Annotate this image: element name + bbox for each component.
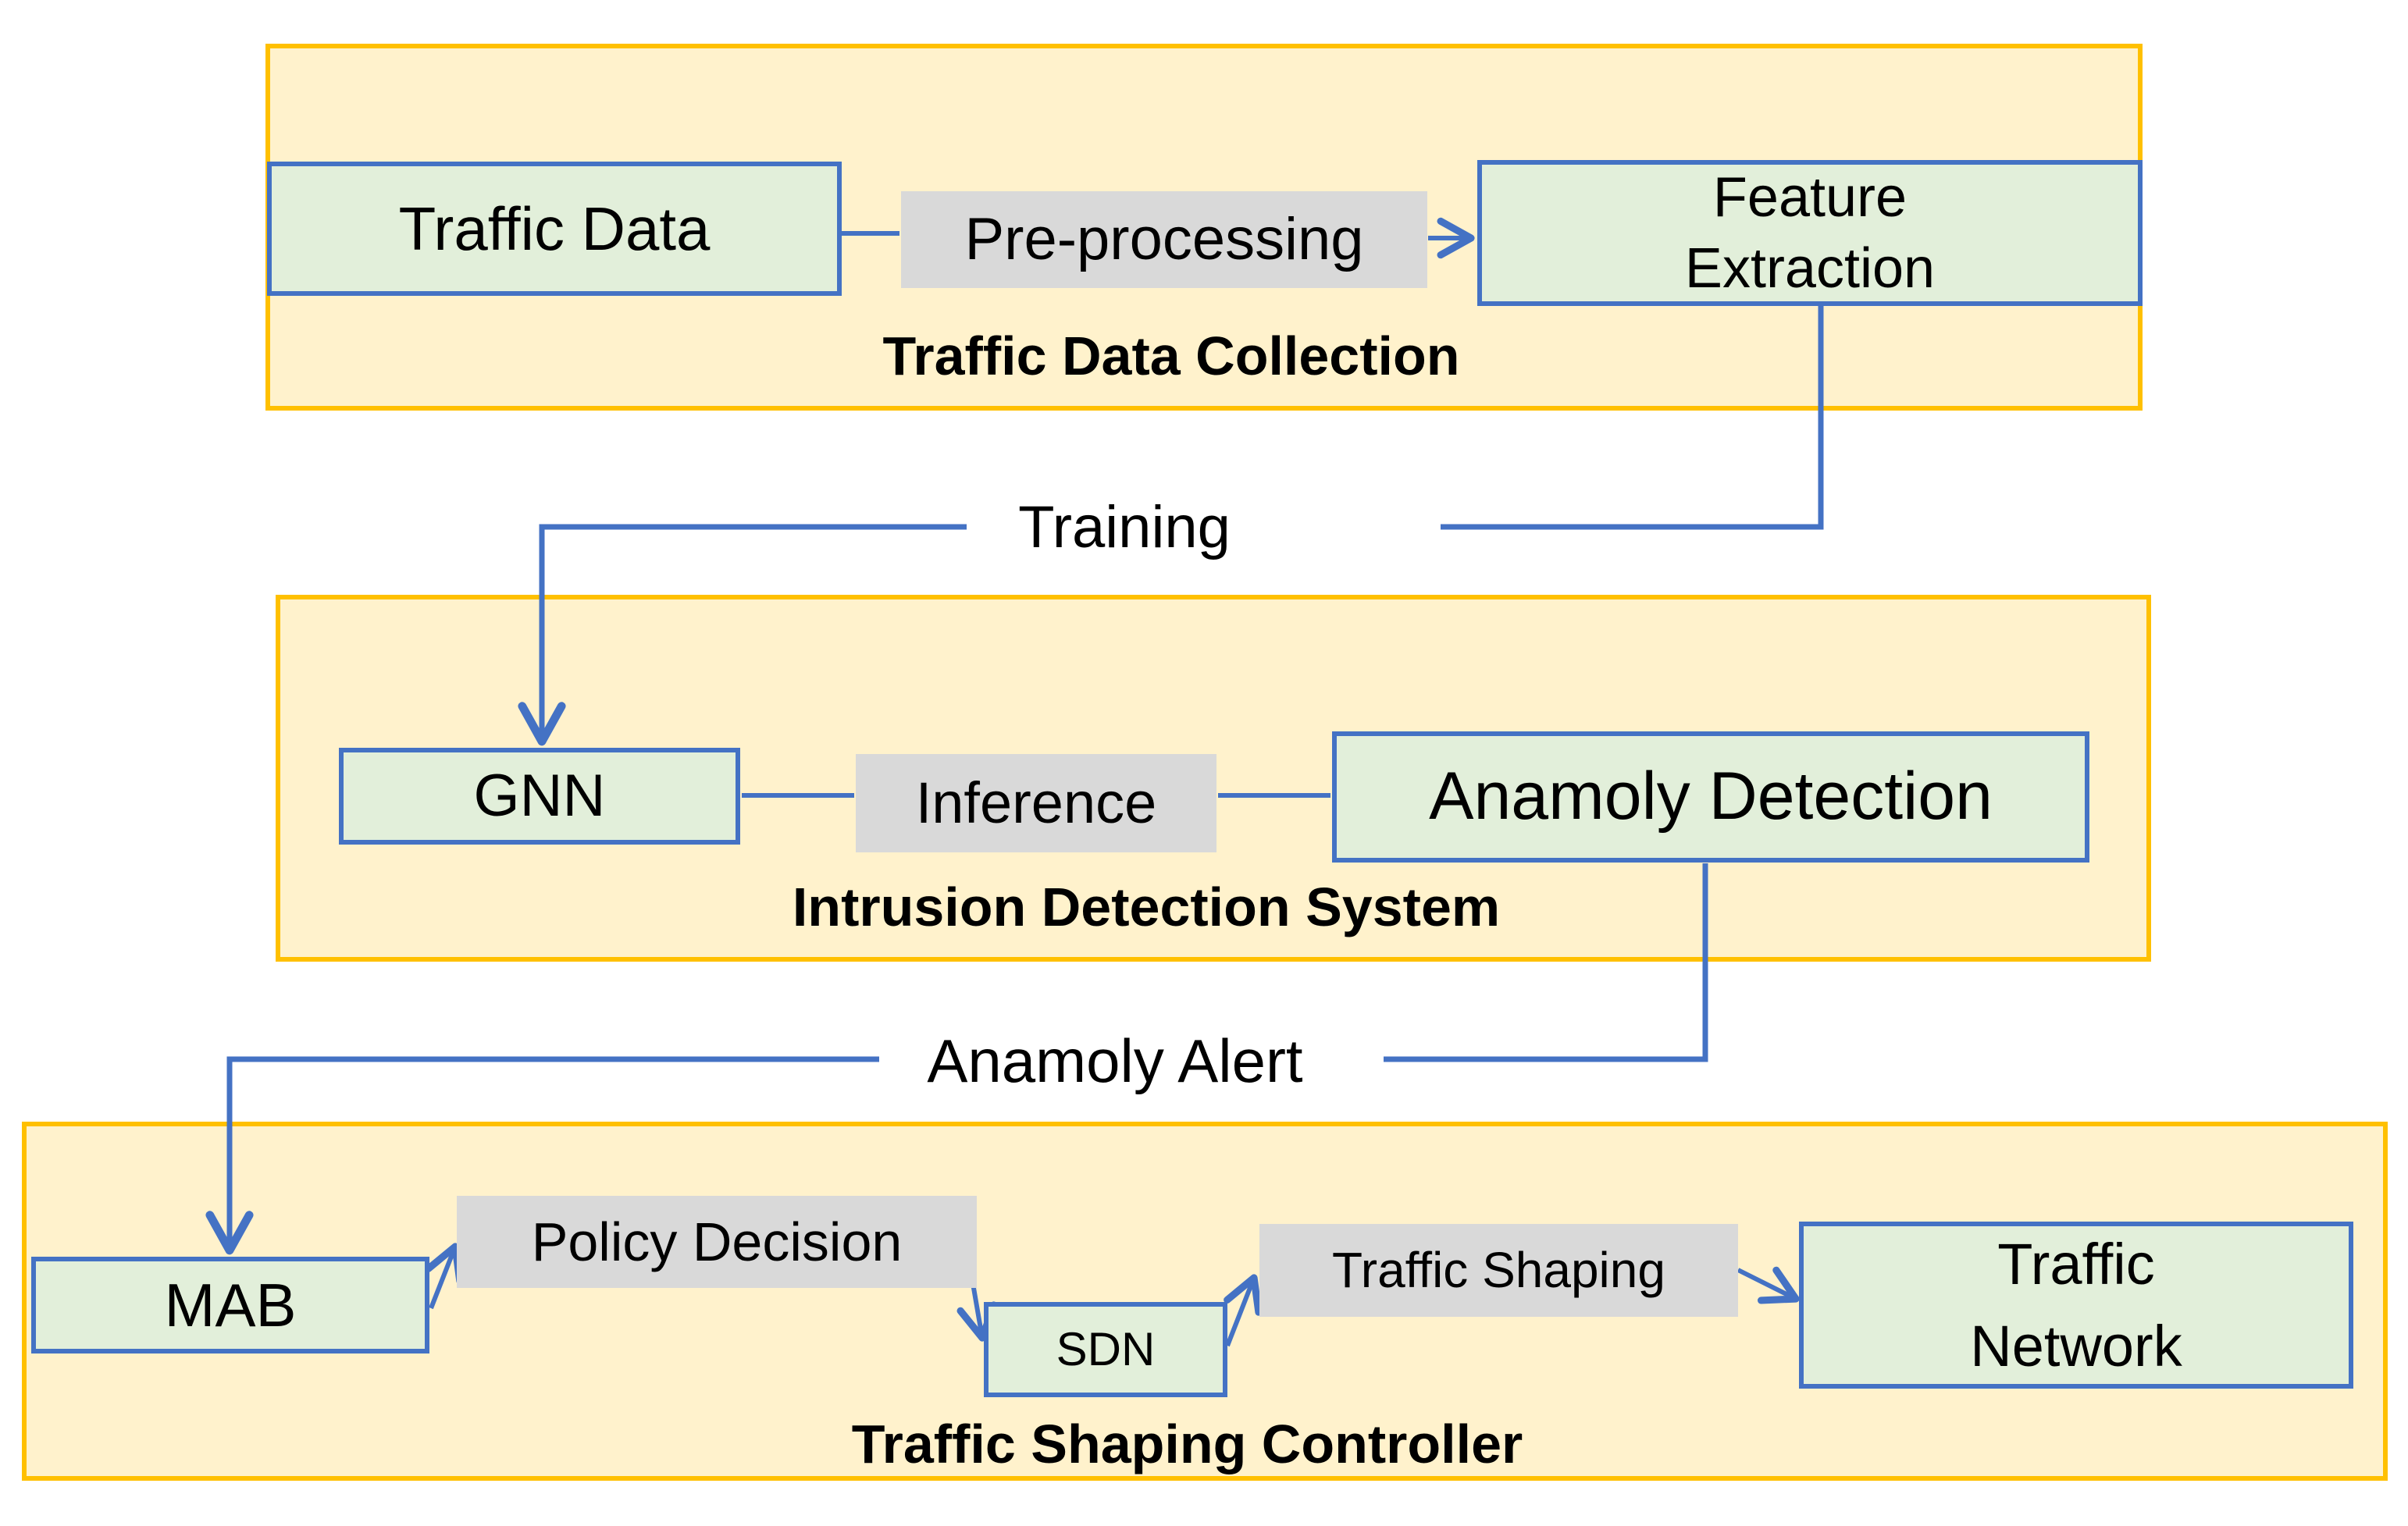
node-anamoly-detection: Anamoly Detection: [1332, 731, 2089, 863]
node-sdn: SDN: [984, 1302, 1227, 1397]
node-mab: MAB: [31, 1257, 429, 1353]
node-pre-processing: Pre-processing: [901, 191, 1427, 288]
node-traffic-data: Traffic Data: [267, 162, 842, 296]
node-feature-extraction: Feature Extraction: [1477, 160, 2143, 306]
node-inference: Inference: [856, 754, 1216, 852]
section-title-traffic-shaping-controller: Traffic Shaping Controller: [851, 1414, 1523, 1474]
edge-label-anamoly-alert: Anamoly Alert: [881, 1030, 1349, 1091]
section-title-intrusion-detection-system: Intrusion Detection System: [792, 877, 1501, 937]
section-title-traffic-data-collection: Traffic Data Collection: [882, 325, 1460, 386]
node-policy-decision: Policy Decision: [457, 1196, 977, 1288]
node-traffic-shaping: Traffic Shaping: [1259, 1224, 1738, 1317]
edge-label-training: Training: [968, 497, 1281, 558]
node-traffic-network: Traffic Network: [1799, 1222, 2353, 1389]
node-gnn: GNN: [339, 748, 740, 845]
